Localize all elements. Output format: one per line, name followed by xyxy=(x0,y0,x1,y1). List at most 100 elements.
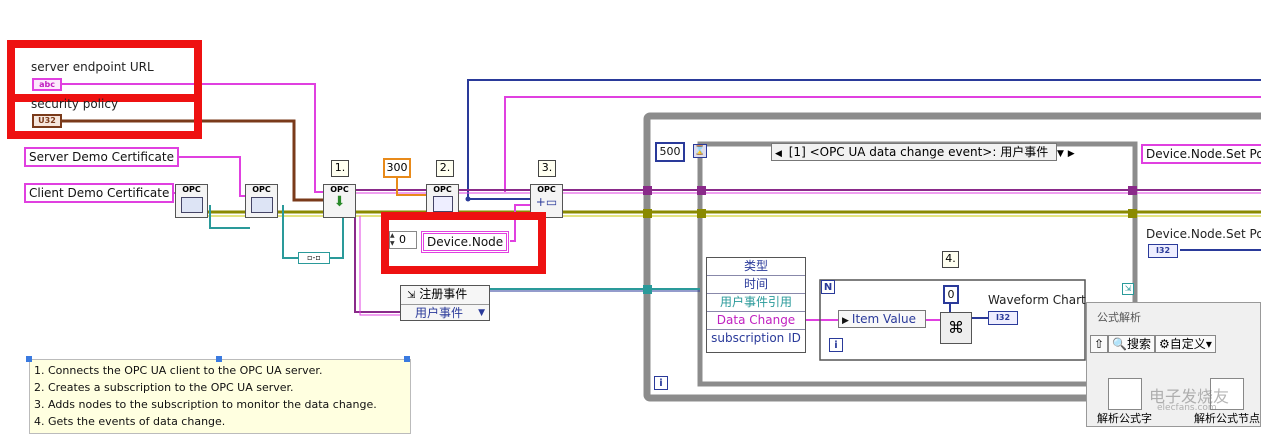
node-header: OPC xyxy=(433,185,452,194)
step-label-2: 2. xyxy=(436,160,454,177)
opc-connect-node[interactable]: OPC ⬇ xyxy=(323,184,356,218)
resize-handle[interactable] xyxy=(216,356,222,362)
security-policy-label: security policy xyxy=(31,97,119,111)
comment-line-2: 2. Creates a subscription to the OPC UA … xyxy=(34,381,294,394)
event-case-selector[interactable]: ◀ [1] <OPC UA data change event>: 用户事件 ▼… xyxy=(771,143,1075,161)
formula-string-icon xyxy=(1107,378,1142,410)
device-node-array-element[interactable]: Device.Node xyxy=(421,231,510,253)
wire-device-node xyxy=(510,204,532,242)
wait-ms-constant[interactable]: 500 xyxy=(655,142,685,162)
subscription-icon xyxy=(432,196,453,212)
tunnel xyxy=(697,209,706,218)
waveform-chart-label: Waveform Chart xyxy=(988,293,1086,307)
resize-handle[interactable] xyxy=(404,356,410,362)
register-events-icon: ⇲ xyxy=(407,290,416,301)
customize-button[interactable]: ⚙自定义▾ xyxy=(1155,335,1216,353)
timeout-terminal-icon: ⌛ xyxy=(693,144,707,158)
register-events-title: 注册事件 xyxy=(419,287,468,301)
wire-register2 xyxy=(359,216,400,316)
highlight-box-device-node xyxy=(381,212,546,274)
user-event-ref-field[interactable]: 用户事件引用 xyxy=(707,294,805,312)
tunnel xyxy=(643,186,652,195)
set-position-label: Device.Node.Set Po xyxy=(1146,227,1261,241)
case-dropdown-icon[interactable]: ▼ xyxy=(1057,149,1064,159)
step-label-3: 3. xyxy=(538,160,556,177)
node-header: OPC xyxy=(182,185,201,194)
string-control-icon[interactable]: abc xyxy=(32,78,62,91)
event-time-field[interactable]: 时间 xyxy=(707,276,805,294)
certificate-icon xyxy=(250,197,273,213)
prev-case-icon[interactable]: ◀ xyxy=(775,149,782,159)
while-loop-iteration-terminal: i xyxy=(654,376,668,390)
wire-orange-300 xyxy=(396,177,426,196)
step-label-4: 4. xyxy=(942,251,959,268)
highlight-box-policy xyxy=(7,94,202,139)
comment-box: 1. Connects the OPC UA client to the OPC… xyxy=(29,359,411,434)
set-position-node[interactable]: Device.Node.Set Po xyxy=(1141,144,1261,164)
while-loop-frame xyxy=(643,112,1261,402)
connect-arrow-icon: ⬇ xyxy=(333,194,346,210)
server-demo-certificate-control[interactable]: Server Demo Certificate xyxy=(24,147,179,167)
tunnel xyxy=(643,209,652,218)
event-type-field[interactable]: 类型 xyxy=(707,258,805,276)
subscription-id-field[interactable]: subscription ID xyxy=(711,331,801,345)
up-arrow-icon[interactable]: ⇧ xyxy=(1090,335,1109,353)
wire-security-policy xyxy=(62,119,324,202)
unbundle-node[interactable]: ▫‑▫ xyxy=(298,252,330,264)
node-header: OPC xyxy=(330,185,349,194)
zero-constant[interactable]: 0 xyxy=(943,285,959,304)
node-header: OPC xyxy=(252,185,271,194)
wire-server-cert xyxy=(168,156,248,197)
palette-item-2[interactable]: 解析公式节点 xyxy=(1187,378,1260,426)
watermark-logo: 电子发烧友 xyxy=(1149,383,1229,407)
client-demo-certificate-control[interactable]: Client Demo Certificate xyxy=(24,183,175,203)
customize-label: 自定义 xyxy=(1169,337,1206,351)
palette-item-1[interactable]: 解析公式字 xyxy=(1097,378,1152,426)
opc-certificate-node-1[interactable]: OPC xyxy=(175,184,208,218)
waveform-chart-terminal[interactable]: I32 xyxy=(988,311,1018,325)
data-change-field[interactable]: Data Change xyxy=(707,312,805,330)
dropdown-arrow-icon[interactable]: ▼ xyxy=(478,308,485,318)
variant-to-data-node[interactable]: ⌘ xyxy=(940,312,972,344)
for-loop-frame xyxy=(819,279,1086,361)
wrench-icon: ⚙ xyxy=(1159,337,1170,351)
formula-node-icon xyxy=(1210,378,1244,410)
event-node-output-icon: ⇲ xyxy=(1122,283,1134,295)
popup-title: 公式解析 xyxy=(1097,311,1141,324)
timeout-constant[interactable]: 300 xyxy=(383,158,411,178)
wire-pink-top xyxy=(504,96,1261,192)
watermark-text: 电子发烧友 xyxy=(1149,387,1230,406)
enum-control-icon[interactable]: U32 xyxy=(32,114,62,128)
search-label: 搜索 xyxy=(1127,337,1152,351)
comment-line-3: 3. Adds nodes to the subscription to mon… xyxy=(34,398,377,411)
event-case-label: [1] <OPC UA data change event>: 用户事件 xyxy=(788,145,1049,159)
node-header: OPC xyxy=(537,185,556,194)
certificate-icon xyxy=(180,197,203,213)
register-events-item: 用户事件 xyxy=(415,306,464,320)
index-spinner-icon[interactable]: ▲▼ xyxy=(390,232,395,247)
opc-certificate-node-2[interactable]: OPC xyxy=(245,184,278,218)
item-value-unbundle[interactable]: ▶Item Value xyxy=(838,310,926,328)
comment-line-1: 1. Connects the OPC UA client to the OPC… xyxy=(34,364,323,377)
tunnel xyxy=(697,186,706,195)
event-data-node[interactable]: 类型 时间 用户事件引用 Data Change subscription ID xyxy=(706,257,806,353)
search-button[interactable]: 🔍搜索 xyxy=(1108,335,1156,353)
array-index-control[interactable]: 0 xyxy=(389,231,417,249)
register-events-node[interactable]: ⇲ 注册事件 用户事件 ▼ xyxy=(400,285,490,321)
wire-register xyxy=(354,216,400,313)
wire-teal-3 xyxy=(330,216,344,259)
resize-handle[interactable] xyxy=(26,356,32,362)
palette-item-1-label: 解析公式字 xyxy=(1097,412,1152,425)
next-case-icon[interactable]: ▶ xyxy=(1067,149,1075,159)
for-loop-count-terminal: N xyxy=(821,280,835,294)
palette-item-2-label: 解析公式节点 xyxy=(1194,412,1260,425)
step-label-1: 1. xyxy=(331,160,349,177)
set-position-terminal[interactable]: I32 xyxy=(1148,244,1178,258)
wire-blue-top xyxy=(467,79,1261,199)
tunnel xyxy=(1128,209,1137,218)
unbundle-arrow-icon: ▶ xyxy=(842,316,849,326)
wire-teal-2 xyxy=(282,205,300,259)
formula-palette-popup[interactable]: 公式解析 ⇧🔍搜索⚙自定义▾ 解析公式字 解析公式节点 电子发烧友 elecfa… xyxy=(1086,302,1261,427)
opc-add-nodes-node[interactable]: OPC +▭ xyxy=(530,184,563,218)
